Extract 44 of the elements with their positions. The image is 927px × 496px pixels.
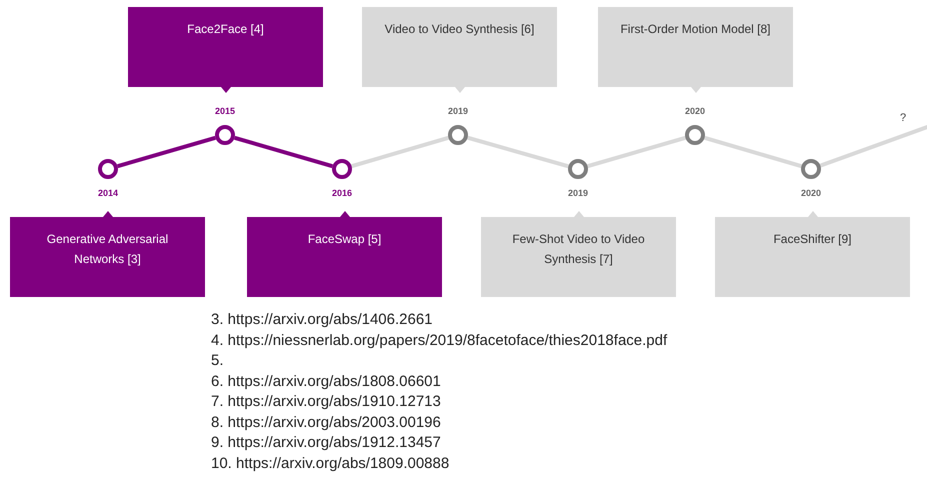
reference-entry: 6. https://arxiv.org/abs/1808.06601	[211, 372, 442, 392]
question-mark: ?	[900, 111, 906, 126]
year-label: 2019	[566, 187, 590, 200]
timeline-segment	[117, 136, 216, 168]
timeline-node-circle	[684, 124, 706, 146]
reference-entry: 8. https://arxiv.org/abs/2003.00196	[211, 412, 442, 432]
timeline-node-circle	[447, 124, 469, 146]
event-title: FaceSwap [5]	[308, 231, 382, 248]
year-label: 2014	[96, 187, 120, 200]
reference-entry: 7. https://arxiv.org/abs/1910.12713	[211, 392, 442, 412]
year-label: 2016	[330, 187, 354, 200]
event-card	[10, 217, 205, 297]
timeline-node-circle	[214, 124, 236, 146]
event-card	[247, 217, 442, 297]
reference-entry: 3. https://arxiv.org/abs/1406.2661	[211, 310, 434, 330]
year-label: 2020	[800, 187, 822, 200]
timeline-segment	[467, 136, 569, 168]
reference-entry: 9. https://arxiv.org/abs/1912.13457	[211, 433, 442, 453]
timeline-segment	[351, 136, 449, 168]
timeline-node-circle	[331, 158, 353, 180]
event-title: Face2Face [4]	[187, 21, 264, 38]
timeline-segment	[587, 136, 686, 168]
year-label: 2019	[446, 105, 470, 118]
timeline-segment	[234, 136, 333, 168]
reference-entry: 4. https://niessnerlab.org/papers/2019/8facetoface/thies2018face.pdf	[211, 330, 668, 350]
event-title: First-Order Motion Model [8]	[620, 21, 771, 38]
event-title: Video to Video Synthesis [6]	[384, 21, 534, 38]
event-card	[362, 7, 557, 87]
timeline-node-circle	[800, 158, 822, 180]
timeline-node-circle	[567, 158, 589, 180]
event-card	[715, 217, 910, 297]
reference-entry: 5.	[211, 351, 225, 371]
year-label: 2015	[214, 105, 236, 118]
timeline-segment	[820, 124, 927, 168]
year-label: 2020	[684, 105, 706, 118]
event-title: Few-Shot Video to Video Synthesis [7]	[511, 231, 646, 268]
event-title: Generative Adversarial Networks [3]	[46, 231, 170, 268]
timeline-segment	[704, 136, 802, 168]
event-card	[481, 217, 676, 297]
event-card	[128, 7, 323, 87]
reference-entry: 10. https://arxiv.org/abs/1809.00888	[211, 454, 450, 474]
event-card	[598, 7, 793, 87]
event-title: FaceShifter [9]	[773, 231, 852, 248]
timeline-node-circle	[97, 158, 119, 180]
